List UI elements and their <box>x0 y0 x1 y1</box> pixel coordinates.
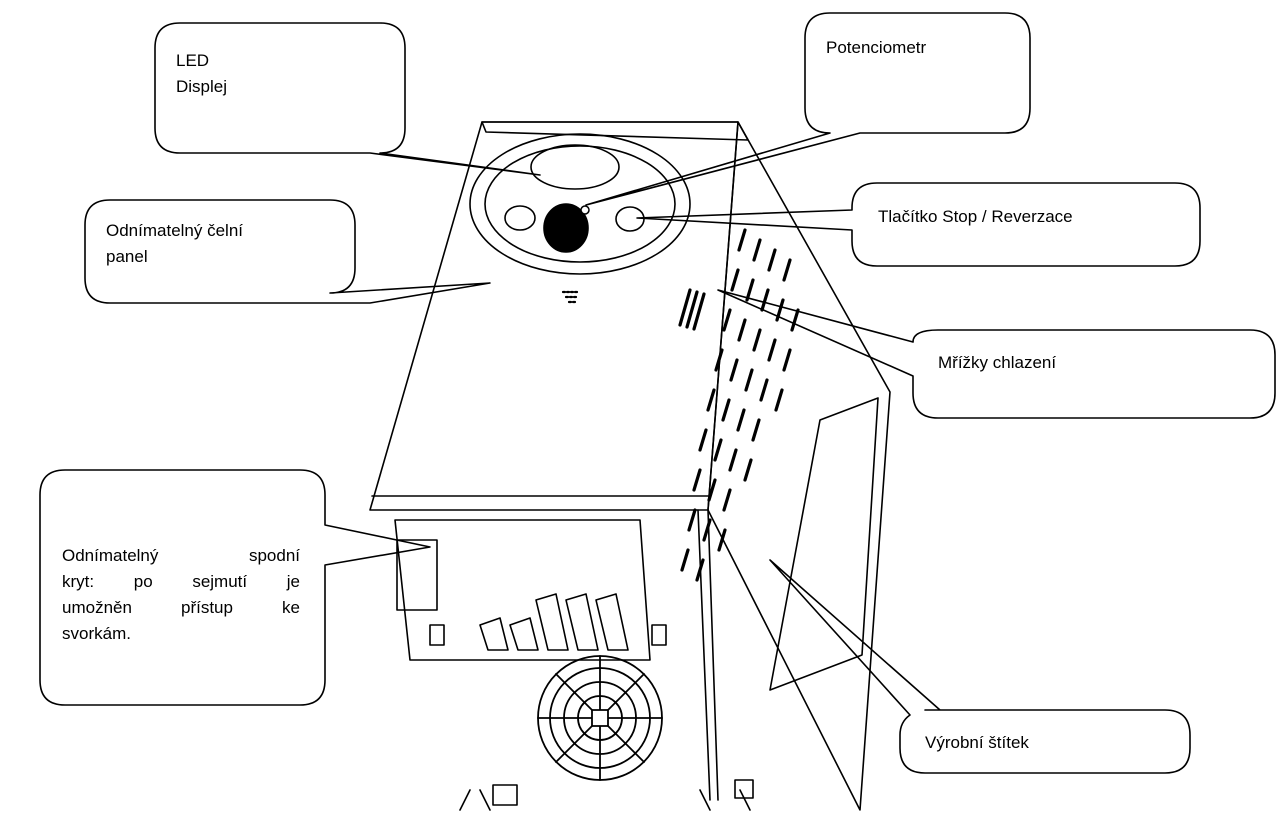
run-button <box>504 205 536 231</box>
callout-front-panel <box>84 199 491 304</box>
cooling-grilles-shape <box>678 228 800 582</box>
label-front-panel-line-1: Odnímatelný čelní <box>106 221 244 240</box>
label-front-panel: Odnímatelný čelní panel <box>106 218 243 270</box>
label-bottom-cover-line-1: Odnímatelný spodní <box>62 546 300 565</box>
cooling-fan <box>537 655 663 781</box>
bottom-cover-shape <box>394 519 667 661</box>
potentiometer-knob <box>543 203 589 253</box>
nameplate-area <box>769 397 879 691</box>
side-face <box>707 121 891 811</box>
callout-potentiometer <box>585 12 1031 206</box>
label-bottom-cover-line-4: svorkám. <box>62 624 131 643</box>
label-front-panel-line-2: panel <box>106 247 148 266</box>
label-led-line-1: LED <box>176 51 210 70</box>
label-bottom-cover: Odnímatelný spodní kryt: po sejmutí je u… <box>62 543 300 647</box>
label-stop-reverse: Tlačítko Stop / Reverzace <box>878 207 1073 226</box>
label-led-line-2: Displej <box>176 77 228 96</box>
callout-stop-reverse <box>636 182 1201 267</box>
label-bottom-cover-line-2: kryt: po sejmutí je <box>62 572 300 591</box>
stop-reverse-button <box>615 206 645 232</box>
label-cooling-grilles: Mřížky chlazení <box>938 353 1057 372</box>
led-display-window <box>530 144 620 190</box>
callout-bottom-cover <box>39 469 431 706</box>
callout-led-display <box>154 22 541 176</box>
callout-nameplate <box>769 559 1191 774</box>
label-led-display: LED Displej <box>176 48 227 100</box>
label-bottom-cover-line-3: umožněn přístup ke <box>62 598 300 617</box>
keypad-outer <box>469 133 691 275</box>
callout-cooling-grilles <box>717 289 1276 419</box>
label-nameplate: Výrobní štítek <box>925 733 1029 752</box>
inverter-device <box>369 121 891 811</box>
label-potentiometer: Potenciometr <box>826 38 927 57</box>
